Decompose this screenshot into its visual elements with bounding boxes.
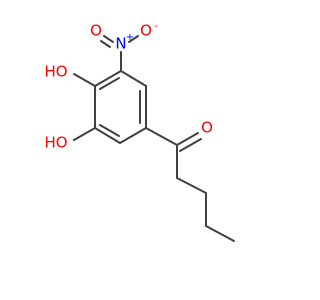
ring-bond-c3-c4 bbox=[119, 127, 147, 144]
ring-bond-c4-c5 bbox=[94, 127, 121, 144]
hydroxyl-top-label: HO bbox=[44, 63, 67, 81]
bond-carbonyl-o bbox=[176, 132, 199, 146]
bond-chain-2 bbox=[176, 177, 207, 194]
nitro-oxygen-charge: - bbox=[154, 21, 158, 32]
ring-double-bond-c6-c1 bbox=[99, 77, 120, 90]
ring-double-bond-c4-c5 bbox=[99, 124, 120, 137]
hydroxyl-bottom-label: HO bbox=[44, 134, 67, 152]
molecule-structure: N + O O - HO HO O bbox=[44, 21, 235, 242]
ring-bond-c6-c1 bbox=[94, 70, 122, 87]
bond-ring-oh-bottom bbox=[73, 127, 96, 141]
bond-n-o-right bbox=[128, 35, 139, 43]
nitro-nitrogen-label: N bbox=[115, 35, 126, 53]
bond-ring-carbonyl bbox=[145, 127, 178, 146]
bond-chain-4 bbox=[205, 225, 235, 242]
bond-ring-oh-top bbox=[73, 73, 96, 87]
ring-bond-c1-c2 bbox=[120, 70, 147, 87]
nitro-group: N + O O - bbox=[90, 21, 158, 72]
benzene-ring bbox=[94, 70, 147, 144]
bond-carbonyl-o-double bbox=[179, 138, 202, 152]
ketone-oxygen-label: O bbox=[201, 119, 213, 137]
pentanoyl-chain: O bbox=[145, 119, 235, 242]
bond-n-o-left bbox=[103, 35, 114, 43]
hydroxyl-groups: HO HO bbox=[44, 63, 96, 152]
nitro-nitrogen-charge: + bbox=[126, 32, 134, 43]
bond-n-o-left-double bbox=[100, 40, 111, 48]
nitro-oxygen-left-label: O bbox=[90, 22, 102, 40]
nitro-oxygen-right-label: O bbox=[140, 22, 152, 40]
